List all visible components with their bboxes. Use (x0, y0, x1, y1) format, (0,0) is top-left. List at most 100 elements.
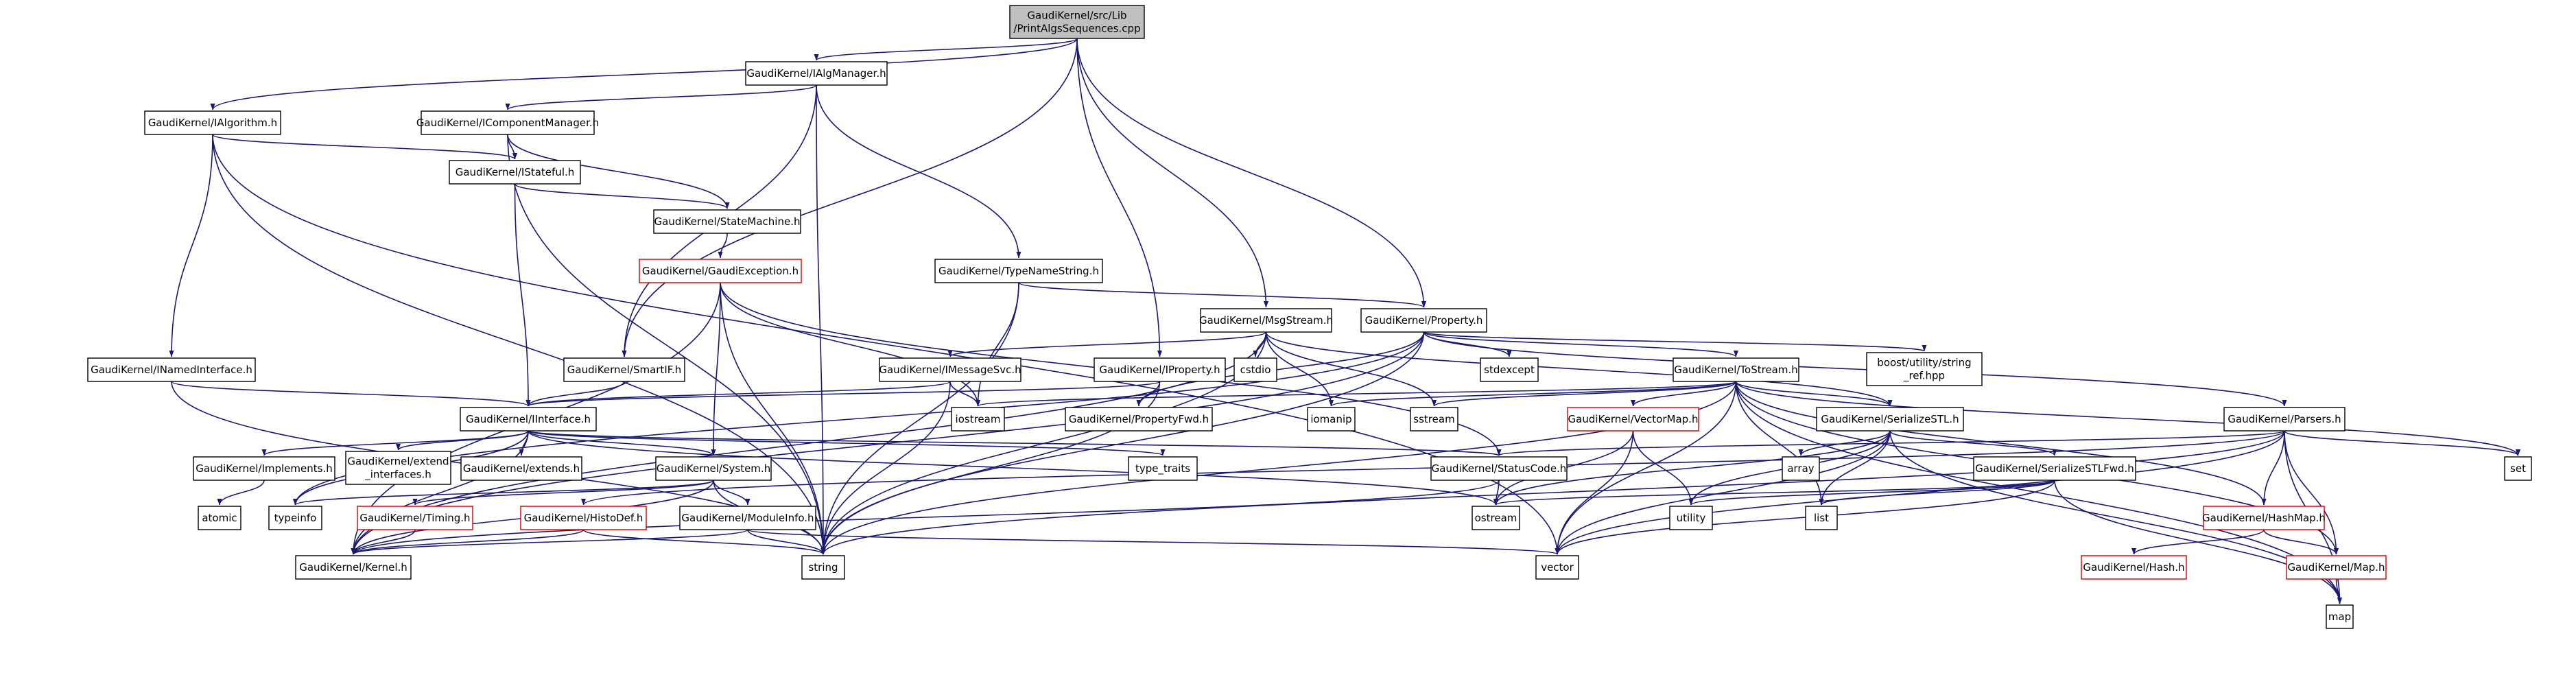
node-box-atomic[interactable] (198, 506, 241, 530)
node-box-utility[interactable] (1669, 506, 1713, 530)
node-icomponentmanager[interactable]: GaudiKernel/IComponentManager.h (416, 110, 599, 135)
node-box-root[interactable] (1009, 5, 1145, 39)
node-hashmap[interactable]: GaudiKernel/HashMap.h (2202, 506, 2326, 530)
node-box-ialgmanager[interactable] (745, 61, 888, 86)
node-moduleinfo[interactable]: GaudiKernel/ModuleInfo.h (679, 506, 816, 530)
node-box-property[interactable] (1360, 308, 1487, 333)
node-serializestl[interactable]: GaudiKernel/SerializeSTL.h (1816, 407, 1964, 432)
node-box-timing[interactable] (357, 506, 473, 530)
node-sstream[interactable]: sstream (1410, 407, 1458, 432)
node-box-extends[interactable] (460, 456, 582, 481)
node-box-stdexcept[interactable] (1480, 357, 1539, 382)
node-msgstream[interactable]: GaudiKernel/MsgStream.h (1199, 308, 1333, 333)
node-iomanip[interactable]: iomanip (1307, 407, 1356, 432)
node-extend_interfaces[interactable]: GaudiKernel/extend_interfaces.h (345, 451, 451, 485)
node-gaudiexception[interactable]: GaudiKernel/GaudiException.h (639, 259, 802, 283)
node-utility[interactable]: utility (1669, 506, 1713, 530)
node-box-map_h[interactable] (2286, 555, 2387, 580)
node-atomic[interactable]: atomic (198, 506, 241, 530)
node-box-implements[interactable] (193, 456, 335, 481)
node-serializestlfwd[interactable]: GaudiKernel/SerializeSTLFwd.h (1973, 456, 2136, 481)
node-box-typenamestring[interactable] (934, 259, 1103, 283)
node-propertyfwd[interactable]: GaudiKernel/PropertyFwd.h (1065, 407, 1213, 432)
node-list[interactable]: list (1805, 506, 1838, 530)
node-box-moduleinfo[interactable] (679, 506, 816, 530)
node-box-kernel[interactable] (295, 555, 412, 580)
node-map_h[interactable]: GaudiKernel/Map.h (2286, 555, 2387, 580)
node-box-ostream[interactable] (1472, 506, 1520, 530)
node-box-system[interactable] (655, 456, 772, 481)
node-box-map[interactable] (2326, 604, 2354, 629)
node-box-iproperty[interactable] (1094, 357, 1226, 382)
node-vectormap[interactable]: GaudiKernel/VectorMap.h (1567, 407, 1699, 432)
node-cstdio[interactable]: cstdio (1233, 357, 1277, 382)
node-property[interactable]: GaudiKernel/Property.h (1360, 308, 1487, 333)
node-istateful[interactable]: GaudiKernel/IStateful.h (449, 160, 581, 185)
node-smartif[interactable]: GaudiKernel/SmartIF.h (563, 357, 685, 382)
node-box-type_traits[interactable] (1128, 456, 1198, 481)
node-box-gaudiexception[interactable] (639, 259, 802, 283)
node-box-typeinfo[interactable] (268, 506, 322, 530)
node-hash[interactable]: GaudiKernel/Hash.h (2081, 555, 2187, 580)
node-box-statemachine[interactable] (653, 209, 801, 234)
node-statemachine[interactable]: GaudiKernel/StateMachine.h (653, 209, 801, 234)
node-box-ialgorithm[interactable] (144, 110, 281, 135)
node-box-tostream[interactable] (1673, 357, 1799, 382)
node-box-vector[interactable] (1535, 555, 1579, 580)
node-box-parsers[interactable] (2223, 407, 2345, 432)
node-parsers[interactable]: GaudiKernel/Parsers.h (2223, 407, 2345, 432)
node-ialgorithm[interactable]: GaudiKernel/IAlgorithm.h (144, 110, 281, 135)
node-box-istateful[interactable] (449, 160, 581, 185)
node-box-list[interactable] (1805, 506, 1838, 530)
node-inamedinterface[interactable]: GaudiKernel/INamedInterface.h (87, 357, 256, 382)
node-box-vectormap[interactable] (1567, 407, 1699, 432)
node-array[interactable]: array (1782, 456, 1820, 481)
node-box-iomanip[interactable] (1307, 407, 1356, 432)
node-box-smartif[interactable] (563, 357, 685, 382)
node-box-boost_string_ref[interactable] (1866, 352, 1983, 386)
node-imessagesvc[interactable]: GaudiKernel/IMessageSvc.h (879, 357, 1021, 382)
node-box-cstdio[interactable] (1233, 357, 1277, 382)
node-box-statuscode[interactable] (1430, 456, 1568, 481)
node-map[interactable]: map (2326, 604, 2354, 629)
node-box-msgstream[interactable] (1200, 308, 1332, 333)
node-iostream[interactable]: iostream (951, 407, 1005, 432)
node-box-hash[interactable] (2081, 555, 2187, 580)
node-box-inamedinterface[interactable] (87, 357, 256, 382)
node-implements[interactable]: GaudiKernel/Implements.h (193, 456, 335, 481)
node-boost_string_ref[interactable]: boost/utility/string_ref.hpp (1866, 352, 1983, 386)
node-box-propertyfwd[interactable] (1065, 407, 1213, 432)
node-kernel[interactable]: GaudiKernel/Kernel.h (295, 555, 412, 580)
node-box-serializestlfwd[interactable] (1973, 456, 2136, 481)
node-ialgmanager[interactable]: GaudiKernel/IAlgManager.h (745, 61, 888, 86)
node-box-serializestl[interactable] (1816, 407, 1964, 432)
node-set[interactable]: set (2504, 456, 2532, 481)
node-box-icomponentmanager[interactable] (421, 110, 595, 135)
node-typenamestring[interactable]: GaudiKernel/TypeNameString.h (934, 259, 1103, 283)
node-box-hashmap[interactable] (2203, 506, 2325, 530)
node-string[interactable]: string (801, 555, 845, 580)
node-typeinfo[interactable]: typeinfo (268, 506, 322, 530)
node-timing[interactable]: GaudiKernel/Timing.h (357, 506, 473, 530)
node-box-set[interactable] (2504, 456, 2532, 481)
node-iinterface[interactable]: GaudiKernel/IInterface.h (460, 407, 597, 432)
node-box-imessagesvc[interactable] (879, 357, 1021, 382)
node-box-array[interactable] (1782, 456, 1820, 481)
node-box-sstream[interactable] (1410, 407, 1458, 432)
node-iproperty[interactable]: GaudiKernel/IProperty.h (1094, 357, 1226, 382)
node-box-iinterface[interactable] (460, 407, 597, 432)
node-type_traits[interactable]: type_traits (1128, 456, 1198, 481)
node-vector[interactable]: vector (1535, 555, 1579, 580)
node-root[interactable]: GaudiKernel/src/Lib/PrintAlgsSequences.c… (1009, 5, 1145, 39)
node-histodef[interactable]: GaudiKernel/HistoDef.h (520, 506, 647, 530)
node-extends[interactable]: GaudiKernel/extends.h (460, 456, 582, 481)
node-box-iostream[interactable] (951, 407, 1005, 432)
node-stdexcept[interactable]: stdexcept (1480, 357, 1539, 382)
node-box-string[interactable] (801, 555, 845, 580)
node-tostream[interactable]: GaudiKernel/ToStream.h (1673, 357, 1799, 382)
node-system[interactable]: GaudiKernel/System.h (655, 456, 772, 481)
node-box-extend_interfaces[interactable] (345, 451, 451, 485)
node-box-histodef[interactable] (520, 506, 647, 530)
node-ostream[interactable]: ostream (1472, 506, 1520, 530)
node-statuscode[interactable]: GaudiKernel/StatusCode.h (1430, 456, 1568, 481)
